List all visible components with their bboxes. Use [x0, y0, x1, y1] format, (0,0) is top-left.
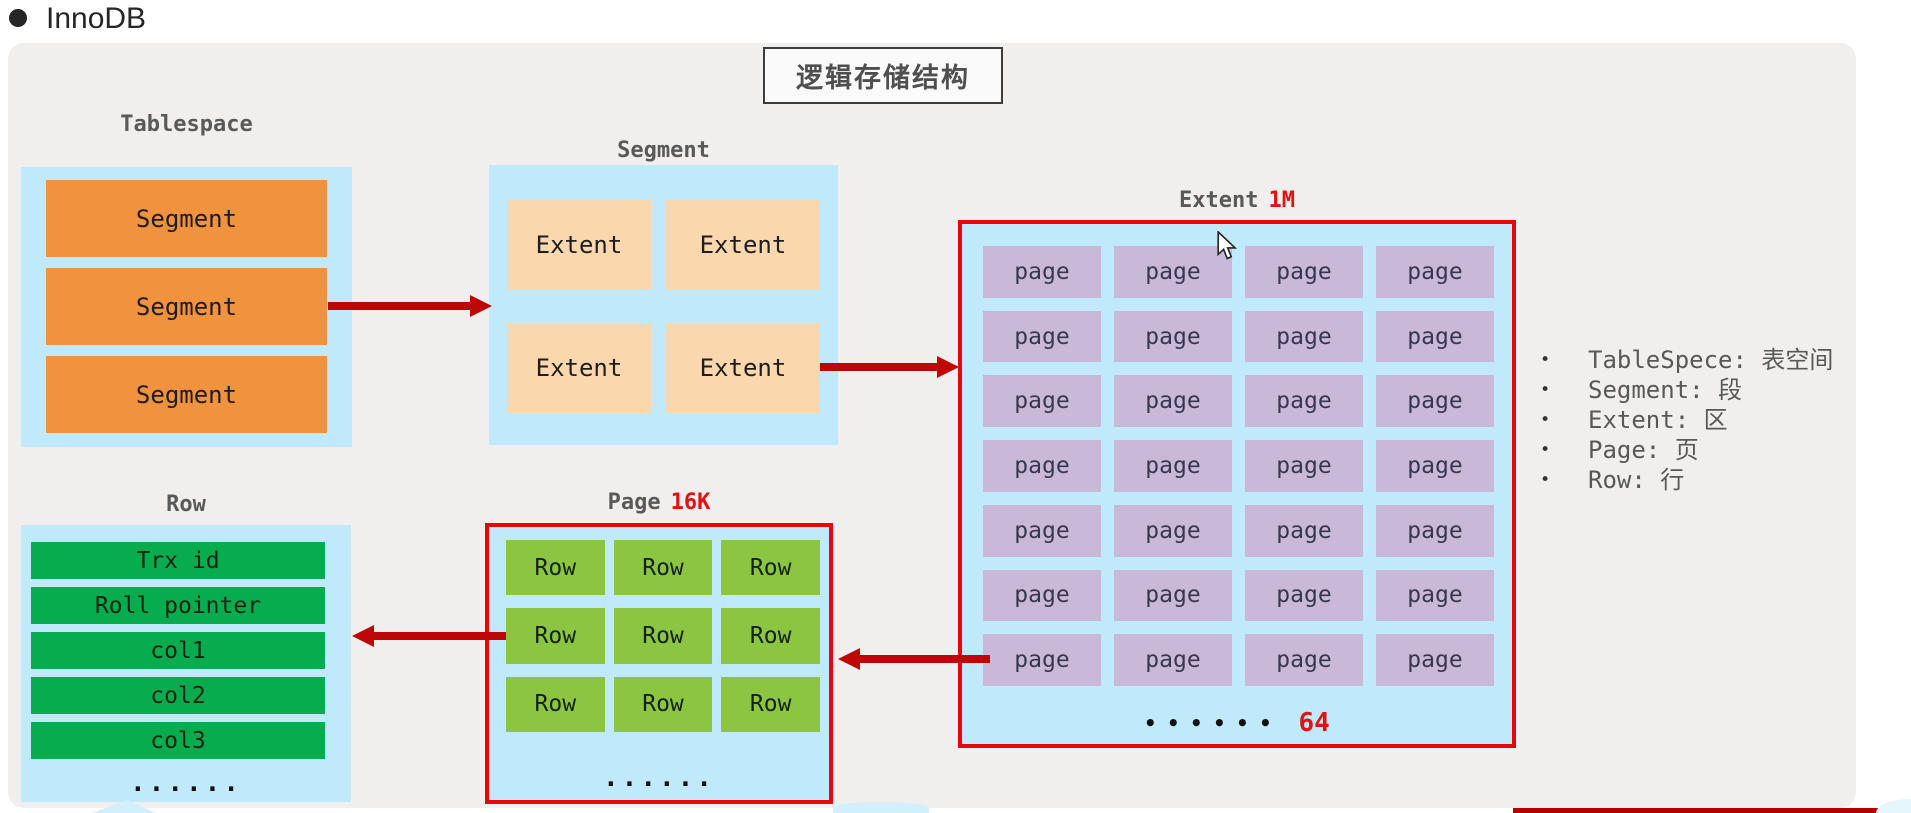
legend-bullet-icon: •: [1540, 440, 1551, 460]
extent-size-badge: 1M: [1268, 188, 1295, 213]
page-cell: page: [1245, 440, 1363, 492]
legend-item-label: Segment: 段: [1588, 376, 1743, 404]
extent-block: Extent: [665, 200, 820, 290]
segment-block: Segment: [46, 180, 327, 257]
page-size-badge: 16K: [670, 490, 711, 515]
row-cell: Row: [721, 676, 820, 732]
segment-block: Segment: [46, 356, 327, 433]
page-cell: page: [1245, 375, 1363, 428]
row-cell: Row: [613, 608, 713, 664]
row-cell: Row: [613, 676, 713, 732]
page-cell: page: [1114, 440, 1232, 492]
extent-block: Extent: [507, 323, 651, 413]
legend-bullet-icon: •: [1540, 350, 1551, 370]
page-cell: page: [1376, 246, 1494, 298]
page-cell: page: [983, 440, 1101, 492]
list-bullet-icon: [9, 9, 27, 27]
page-cell: page: [983, 569, 1101, 622]
page-cell: page: [1376, 310, 1494, 363]
segment-label: Segment: [617, 138, 710, 163]
tablespace-label: Tablespace: [120, 112, 253, 137]
arrow-segment-to-extent-icon: [820, 356, 959, 378]
row-box-ellipsis: ......: [130, 768, 242, 798]
watermark-shape: [833, 802, 929, 813]
row-field: Trx id: [31, 542, 325, 579]
row-box: Trx id Roll pointer col1 col2 col3 ......: [21, 525, 351, 802]
arrow-extent-to-page-icon: [838, 648, 990, 670]
row-field: col2: [31, 677, 325, 714]
page-cell: page: [1114, 246, 1232, 298]
page-cell: page: [1114, 634, 1232, 686]
arrow-page-to-row-icon: [352, 625, 506, 647]
row-field: Roll pointer: [31, 587, 325, 624]
legend-bullet-icon: •: [1540, 380, 1551, 400]
page-cell: page: [1376, 375, 1494, 428]
page-cell: page: [983, 634, 1101, 686]
legend-item-label: Page: 页: [1588, 436, 1699, 464]
extent-block: Extent: [665, 323, 820, 413]
page-cell: page: [1245, 310, 1363, 363]
page-box-label: Page 16K: [485, 490, 833, 515]
legend-item: • Page: 页: [1540, 435, 1833, 465]
extent-ellipsis-dots: ••••••: [1144, 711, 1283, 735]
mouse-cursor-icon: [1217, 231, 1238, 260]
page-cell: page: [1376, 440, 1494, 492]
page-cell: page: [1114, 504, 1232, 557]
legend-item: • Segment: 段: [1540, 375, 1833, 405]
page-box-label-text: Page: [607, 490, 661, 515]
row-cell: Row: [506, 608, 605, 664]
legend-item-label: Extent: 区: [1588, 406, 1728, 434]
page-cell: page: [983, 504, 1101, 557]
page-cell: page: [983, 310, 1101, 363]
page-title: InnoDB: [46, 2, 147, 35]
diagram-title: 逻辑存储结构: [763, 47, 1003, 104]
page-cell: page: [1245, 569, 1363, 622]
row-cell: Row: [721, 540, 820, 596]
row-box-label: Row: [166, 492, 206, 517]
page-cell: page: [983, 246, 1101, 298]
page-cell: page: [1245, 246, 1363, 298]
page-cell: page: [1376, 504, 1494, 557]
extent-block: Extent: [507, 200, 651, 290]
legend-item-label: Row: 行: [1588, 466, 1685, 494]
page-cell: page: [1245, 504, 1363, 557]
extent-label: Extent 1M: [958, 188, 1516, 213]
legend-item: • Extent: 区: [1540, 405, 1833, 435]
page-cell: page: [1376, 569, 1494, 622]
page-box-ellipsis: ......: [603, 763, 715, 793]
page-cell: page: [1114, 310, 1232, 363]
legend-item: • Row: 行: [1540, 465, 1833, 495]
legend-list: • TableSpece: 表空间 • Segment: 段 • Extent: 区 • Pa…: [1540, 345, 1833, 495]
row-cell: Row: [506, 540, 605, 596]
row-fields: Trx id Roll pointer col1 col2 col3: [31, 542, 325, 759]
cropped-red-box-edge: [1513, 808, 1911, 813]
page-cell: page: [1114, 375, 1232, 428]
page-cell: page: [1376, 634, 1494, 686]
page-cell: page: [983, 375, 1101, 428]
row-field: col3: [31, 722, 325, 759]
segment-block: Segment: [46, 268, 327, 345]
page-cell: page: [1114, 569, 1232, 622]
row-field: col1: [31, 632, 325, 669]
legend-item-label: TableSpece: 表空间: [1588, 346, 1834, 374]
row-cell: Row: [613, 540, 713, 596]
page-cell: page: [1245, 634, 1363, 686]
legend-bullet-icon: •: [1540, 410, 1551, 430]
row-cell: Row: [506, 676, 605, 732]
extent-ellipsis: •••••• 64: [962, 708, 1512, 738]
extent-page-count: 64: [1298, 708, 1330, 738]
watermark-shape: [1876, 799, 1911, 813]
legend-item: • TableSpece: 表空间: [1540, 345, 1833, 375]
arrow-tablespace-to-segment-icon: [328, 295, 492, 317]
extent-label-text: Extent: [1179, 188, 1259, 213]
row-cell: Row: [721, 608, 820, 664]
legend-bullet-icon: •: [1540, 470, 1551, 490]
